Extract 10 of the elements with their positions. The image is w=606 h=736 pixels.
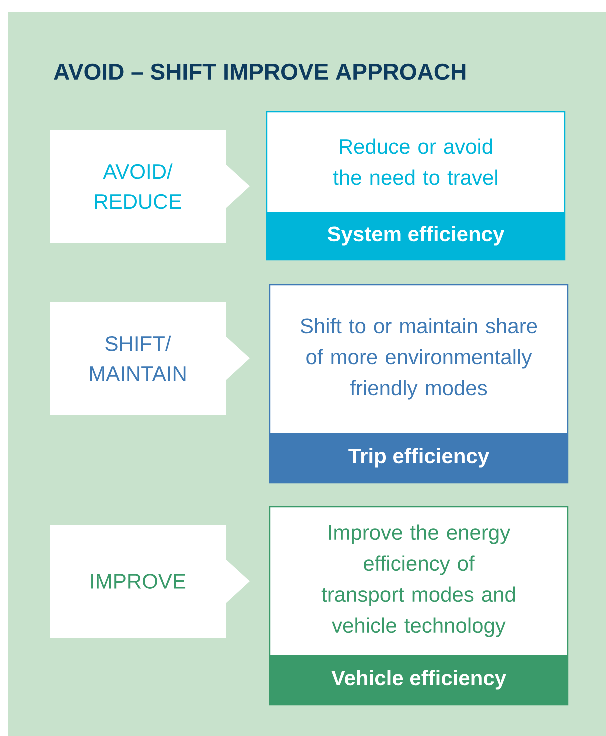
description: Improve the energy efficiency of transport modes and vehicle technology [322, 524, 516, 638]
title: AVOID – SHIFT IMPROVE APPROACH [54, 64, 466, 80]
efficiency-band: System efficiency [267, 212, 565, 260]
description-card [269, 506, 569, 706]
description-card [266, 111, 566, 261]
description: Shift to or maintain share of more environmentally friendly modes [300, 318, 538, 400]
description-card [269, 284, 569, 484]
efficiency-band: Trip efficiency [270, 433, 568, 483]
description: Reduce or avoid the need to travel [333, 138, 498, 186]
efficiency-band: Vehicle efficiency [270, 655, 568, 705]
